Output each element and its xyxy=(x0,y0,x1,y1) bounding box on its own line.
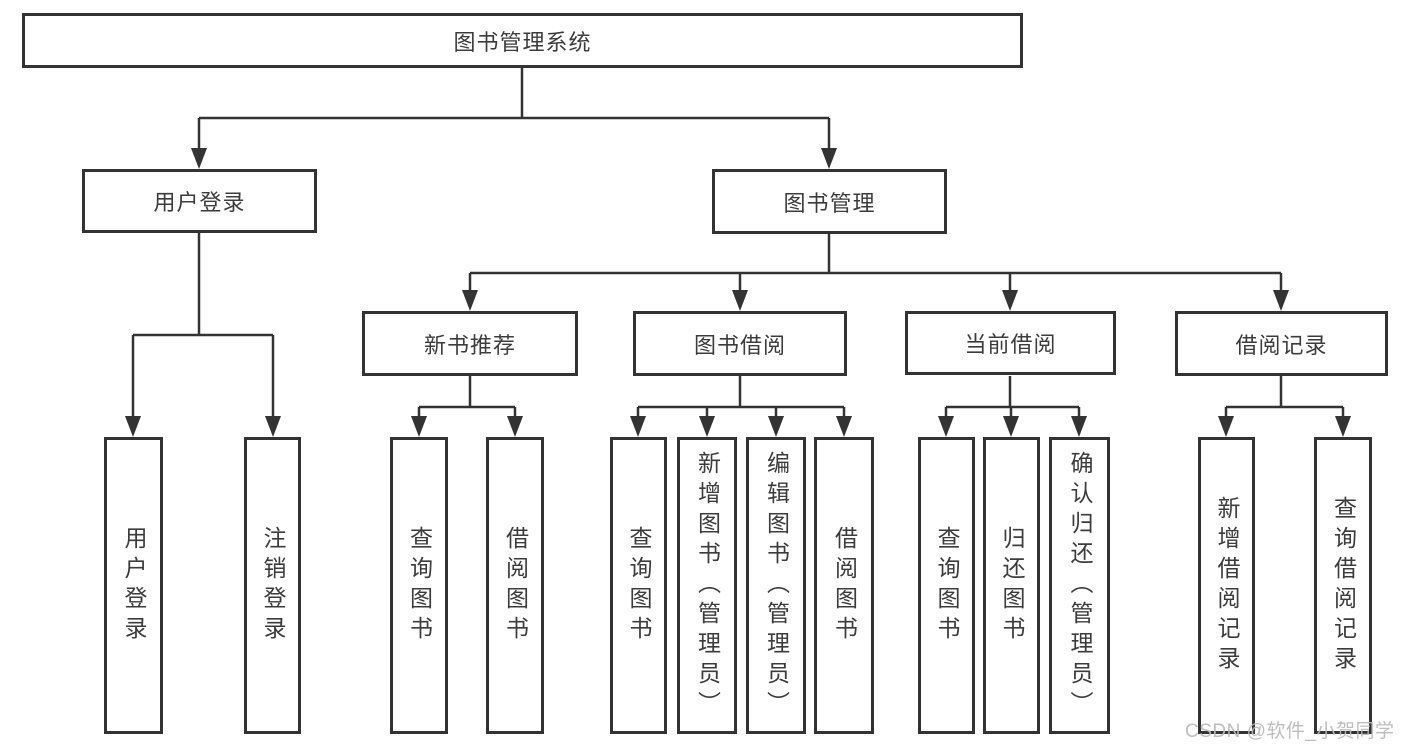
node-current-borrowing: 当前借阅 xyxy=(905,311,1116,375)
node-label: 图书借阅 xyxy=(693,332,786,358)
node-label: 归还图书 xyxy=(999,525,1025,646)
node-edit-book-admin: 编辑图书（管理员） xyxy=(746,437,806,734)
node-label: 编辑图书（管理员） xyxy=(763,450,790,721)
node-label: 新增图书（管理员） xyxy=(694,450,721,721)
node-library-management-system: 图书管理系统 xyxy=(22,13,1023,68)
node-query-books-recommend: 查询图书 xyxy=(390,437,448,734)
node-new-book-recommendation: 新书推荐 xyxy=(362,311,578,376)
node-label: 新书推荐 xyxy=(423,332,516,358)
node-label: 用户登录 xyxy=(153,190,246,215)
node-label: 查询图书 xyxy=(626,525,652,646)
node-logout-leaf: 注销登录 xyxy=(244,437,301,734)
node-borrow-book-recommend: 借阅图书 xyxy=(486,437,544,734)
node-user-login: 用户登录 xyxy=(82,169,317,233)
node-label: 查询借阅记录 xyxy=(1330,495,1357,676)
node-query-books-borrow: 查询图书 xyxy=(610,437,667,734)
node-label: 图书管理 xyxy=(783,190,876,216)
node-label: 新增借阅记录 xyxy=(1214,495,1240,676)
node-query-books-current: 查询图书 xyxy=(918,437,975,734)
node-label: 确认归还（管理员） xyxy=(1067,450,1093,721)
node-add-borrow-record: 新增借阅记录 xyxy=(1198,437,1255,734)
csdn-watermark: CSDN @软件_小贺同学 xyxy=(1185,721,1395,742)
node-add-book-admin: 新增图书（管理员） xyxy=(677,437,737,734)
node-confirm-return-admin: 确认归还（管理员） xyxy=(1049,437,1110,734)
node-label: 查询图书 xyxy=(406,525,433,646)
node-return-book: 归还图书 xyxy=(983,437,1040,734)
node-label: 查询图书 xyxy=(934,525,960,646)
node-label: 图书管理系统 xyxy=(453,29,592,55)
node-borrowing-records: 借阅记录 xyxy=(1175,311,1388,376)
node-label: 借阅图书 xyxy=(831,525,858,646)
node-book-management: 图书管理 xyxy=(712,169,947,234)
arrowheads xyxy=(125,148,1351,437)
node-user-login-leaf: 用户登录 xyxy=(104,437,163,734)
node-label: 用户登录 xyxy=(121,525,147,646)
node-label: 借阅图书 xyxy=(502,525,529,646)
node-label: 借阅记录 xyxy=(1235,332,1328,358)
node-query-borrow-record: 查询借阅记录 xyxy=(1314,437,1372,734)
node-label: 当前借阅 xyxy=(964,332,1057,357)
node-borrow-book-leaf: 借阅图书 xyxy=(814,437,874,734)
node-book-borrowing: 图书借阅 xyxy=(633,311,847,376)
node-label: 注销登录 xyxy=(260,525,286,646)
